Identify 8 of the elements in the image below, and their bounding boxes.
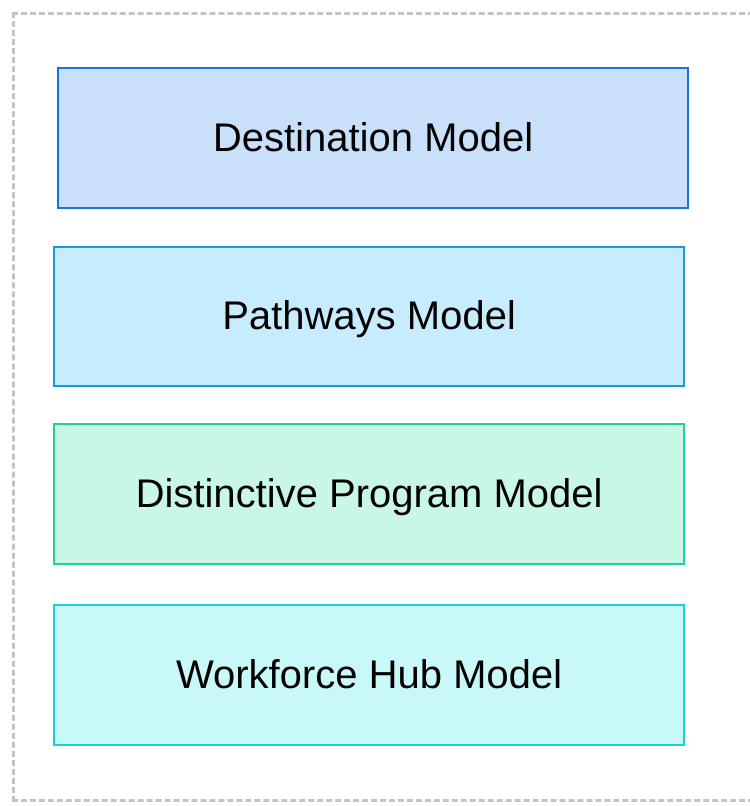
model-box — [53, 246, 685, 387]
model-label: Destination Model — [212, 116, 534, 160]
model-box — [53, 423, 685, 565]
model-label: Distinctive Program Model — [136, 472, 602, 516]
model-label: Pathways Model — [222, 294, 516, 339]
model-box — [53, 604, 685, 746]
model-box — [57, 67, 689, 209]
model-label: Workforce Hub Model — [176, 652, 562, 698]
